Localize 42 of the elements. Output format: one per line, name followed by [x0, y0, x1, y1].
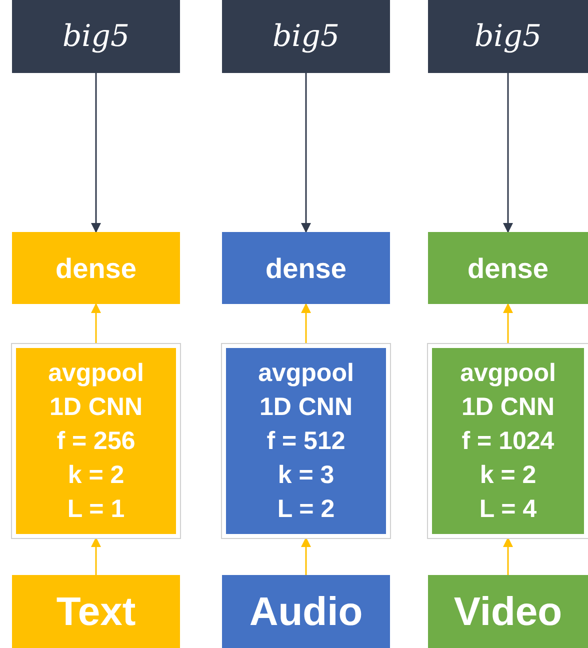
- arrow: [503, 73, 513, 233]
- arrow: [503, 537, 513, 575]
- arrow: [301, 537, 311, 575]
- box-label: L = 1: [67, 494, 125, 525]
- box-label: f = 1024: [462, 426, 554, 457]
- dense-layer-box: [428, 232, 588, 304]
- box-label: 1D CNN: [49, 392, 143, 423]
- dense-layer-box: [12, 232, 180, 304]
- box-label: f = 512: [266, 426, 346, 457]
- input-modality-box: [12, 575, 180, 648]
- dense-layer-box: [222, 232, 390, 304]
- box-label: avgpool: [258, 358, 354, 389]
- box-label: dense: [266, 252, 346, 286]
- box-label: L = 4: [479, 494, 537, 525]
- input-modality-box: [428, 575, 588, 648]
- output-box: [222, 0, 390, 73]
- input-modality-box: [222, 575, 390, 648]
- arrow: [503, 303, 513, 344]
- arrow: [91, 303, 101, 344]
- box-label: k = 2: [68, 460, 124, 491]
- arrow: [301, 73, 311, 233]
- box-label: dense: [468, 252, 548, 286]
- arrow: [91, 73, 101, 233]
- box-label: Text: [56, 588, 136, 636]
- box-label: 1D CNN: [259, 392, 353, 423]
- output-label: big5: [62, 18, 130, 56]
- arrow: [301, 303, 311, 344]
- box-label: avgpool: [48, 358, 144, 389]
- box-label: L = 2: [277, 494, 335, 525]
- box-label: 1D CNN: [461, 392, 555, 423]
- output-box: [12, 0, 180, 73]
- box-label: Audio: [249, 588, 363, 636]
- box-label: k = 3: [278, 460, 334, 491]
- box-label: avgpool: [460, 358, 556, 389]
- output-label: big5: [272, 18, 340, 56]
- arrow: [91, 537, 101, 575]
- box-label: dense: [56, 252, 136, 286]
- output-label: big5: [474, 18, 542, 56]
- box-label: f = 256: [56, 426, 136, 457]
- output-box: [428, 0, 588, 73]
- box-label: k = 2: [480, 460, 536, 491]
- box-label: Video: [454, 588, 562, 636]
